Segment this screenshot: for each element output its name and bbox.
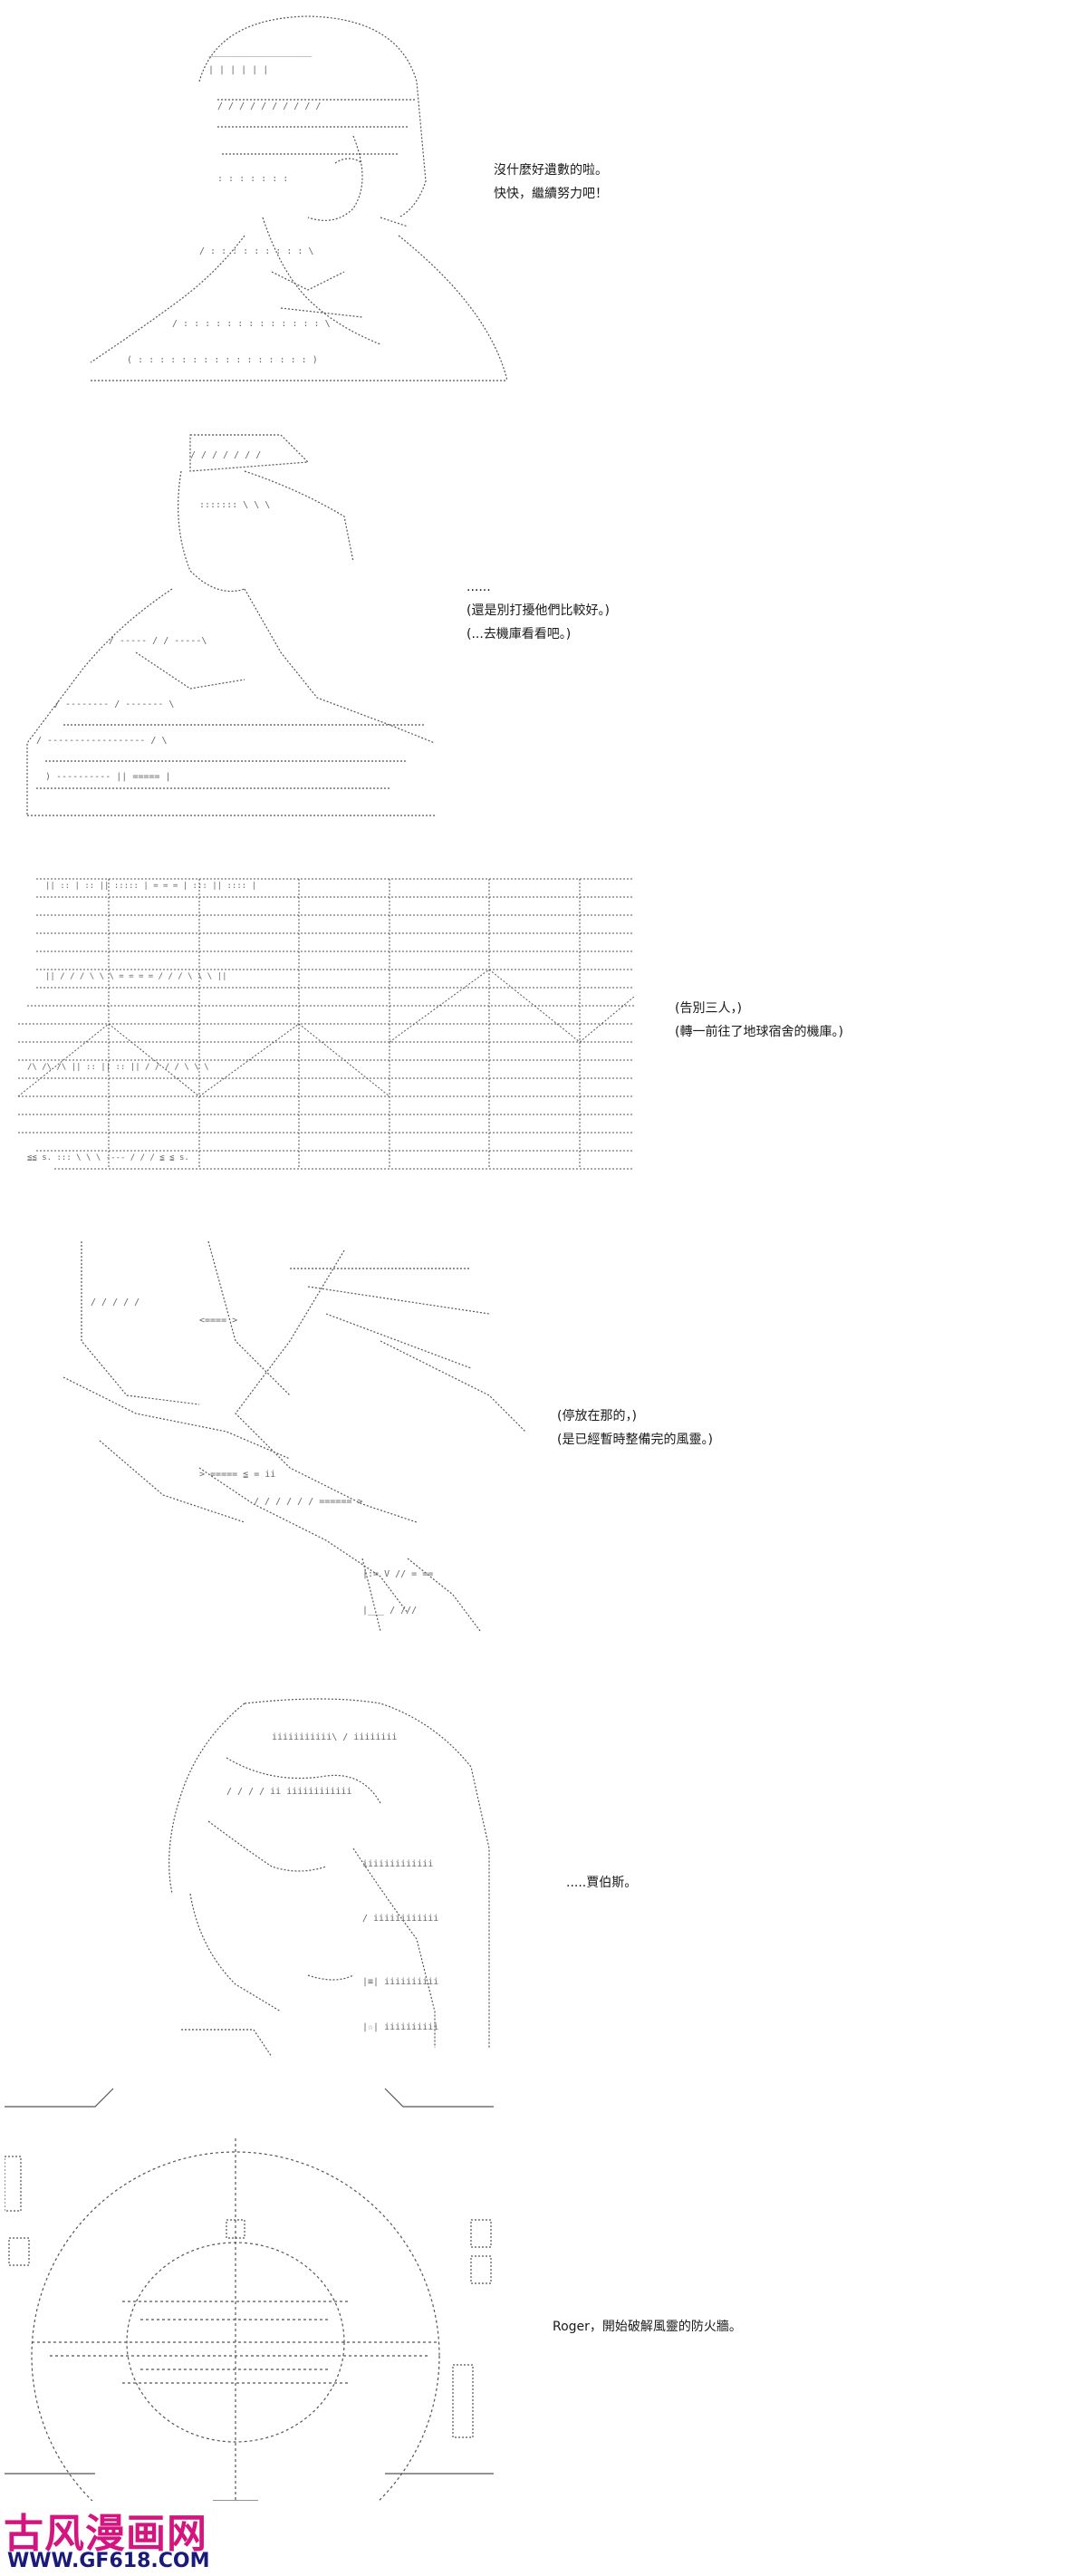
svg-text:/ ----- / / -----\: / ----- / / -----\	[109, 636, 207, 646]
svg-text:/ / / / /: / / / / /	[91, 1298, 139, 1307]
svg-text:/ ------------------ / \: / ------------------ / \	[36, 736, 168, 746]
caption-line: (轉一前往了地球宿舍的機庫。)	[675, 1025, 843, 1039]
panel-3: || :: | :: || ::::: | = = = | ::: || :::…	[0, 861, 1087, 1196]
svg-text:/ / / / ii iiiiiiiiiiii: / / / / ii iiiiiiiiiiii	[226, 1787, 351, 1797]
svg-text:<==== >: <==== >	[199, 1316, 237, 1326]
hud-targeting-display	[5, 2088, 494, 2501]
panel-2-caption: ...... (還是別打擾他們比較好。) (...去機庫看看吧。)	[467, 575, 610, 646]
svg-text:/ -------- / ------- \: / -------- / ------- \	[54, 699, 174, 709]
svg-text:> ===== ≦ = ii: > ===== ≦ = ii	[199, 1470, 275, 1480]
svg-text:/\ /\ /\ || :: || :: || / / /: /\ /\ /\ || :: || :: || / / / / \ \ \	[27, 1063, 208, 1072]
site-watermark: 古风漫画网 WWW.GF618.COM	[0, 2501, 217, 2576]
svg-text:| | | | | |: | | | | | |	[208, 65, 268, 75]
panel-4: / / / / / <==== > > ===== ≦ = ii / / / /…	[0, 1232, 1087, 1649]
panel-1-caption: 沒什麼好遺數的啦。 快快，繼續努力吧！	[494, 159, 608, 206]
svg-text:/ : : : : : : : : : : : : : \: / : : : : : : : : : : : : : \	[172, 319, 331, 329]
svg-text:( : : : : : : : : : : : : : :: ( : : : : : : : : : : : : : : : : )	[127, 355, 318, 365]
svg-text:/ / / / / / ====== >: / / / / / / ====== >	[254, 1497, 362, 1507]
panel-4-caption: (停放在那的，) (是已經暫時整備完的風靈。)	[557, 1404, 713, 1452]
svg-text:|≡| iiiiiiiiii: |≡| iiiiiiiiii	[362, 1977, 438, 1987]
caption-line: 快快，繼續努力吧！	[494, 187, 608, 201]
panel-2: / / / / / / / ::::::: \ \ \ / ----- / / …	[0, 417, 1087, 834]
svg-text:/ iiiiiiiiiiii: / iiiiiiiiiiii	[362, 1914, 438, 1924]
svg-text:iiiiiiiiiii\ / iiiiiiii: iiiiiiiiiii\ / iiiiiiii	[272, 1732, 397, 1742]
panel-6-caption: Roger，開始破解風靈的防火牆。	[553, 2315, 742, 2339]
caption-line: (是已經暫時整備完的風靈。)	[557, 1433, 713, 1447]
caption-line: (告別三人，)	[675, 1001, 742, 1016]
caption-line: (還是別打擾他們比較好。)	[467, 603, 610, 618]
svg-text:|☆| iiiiiiiiii: |☆| iiiiiiiiii	[362, 2022, 438, 2032]
svg-text:___________________: ___________________	[208, 47, 313, 57]
svg-text:iiiiiiiiiiiii: iiiiiiiiiiiii	[362, 1859, 433, 1869]
panel-3-caption: (告別三人，) (轉一前往了地球宿舍的機庫。)	[675, 997, 843, 1044]
panel-1: ___________________ | | | | | | / / / / …	[0, 0, 1087, 399]
svg-text:|:= V // = ==: |:= V // = ==	[362, 1569, 433, 1579]
svg-text:::::::: \ \ \: ::::::: \ \ \	[199, 500, 270, 510]
ascii-art-character-1: ___________________ | | | | | | / / / / …	[90, 15, 508, 381]
caption-line: (停放在那的，)	[557, 1409, 637, 1423]
ascii-art-hangar: || :: | :: || ::::: | = = = | ::: || :::…	[17, 878, 635, 1170]
watermark-title: 古风漫画网	[4, 2511, 207, 2557]
svg-text:/ : : : : : : : : : \: / : : : : : : : : : \	[199, 246, 313, 256]
caption-line: .....賈伯斯。	[566, 1876, 638, 1890]
svg-text:≦≦ s. ::: \ \ \ ---- / / / ≦ ≦: ≦≦ s. ::: \ \ \ ---- / / / ≦ ≦ s.	[27, 1153, 189, 1163]
caption-line: (...去機庫看看吧。)	[467, 627, 572, 642]
panel-5-caption: .....賈伯斯。	[566, 1871, 637, 1895]
svg-text:: : : : : : :: : : : : : : :	[217, 174, 288, 184]
ascii-art-character-3: iiiiiiiiiii\ / iiiiiiii / / / / ii iiiii…	[168, 1698, 490, 2058]
ascii-art-aircraft: / / / / / <==== > > ===== ≦ = ii / / / /…	[63, 1240, 525, 1632]
svg-text:/ / / / / / / / / /: / / / / / / / / / /	[217, 101, 321, 111]
watermark-url: WWW.GF618.COM	[7, 2550, 210, 2572]
ascii-art-character-2: / / / / / / / ::::::: \ \ \ / ----- / / …	[26, 434, 436, 816]
svg-text:|___ / ///: |___ / ///	[362, 1606, 417, 1616]
panel-5: iiiiiiiiiii\ / iiiiiiii / / / / ii iiiii…	[0, 1685, 1087, 2066]
svg-text:|| / / / \ \ \ = = = = / / / \: || / / / \ \ \ = = = = / / / \ \ \ ||	[45, 972, 226, 981]
svg-text:/ / / / / / /: / / / / / / /	[190, 450, 261, 460]
caption-line: ......	[467, 580, 491, 594]
svg-text:) ---------- || ===== |: ) ---------- || ===== |	[45, 772, 170, 782]
caption-line: Roger，開始破解風靈的防火牆。	[553, 2320, 742, 2334]
svg-text:|| :: | :: || ::::: | = = = |: || :: | :: || ::::: | = = = | ::: || :::…	[45, 882, 256, 891]
panel-6: Roger，開始破解風靈的防火牆。	[0, 2084, 1087, 2501]
caption-line: 沒什麼好遺數的啦。	[494, 163, 608, 178]
